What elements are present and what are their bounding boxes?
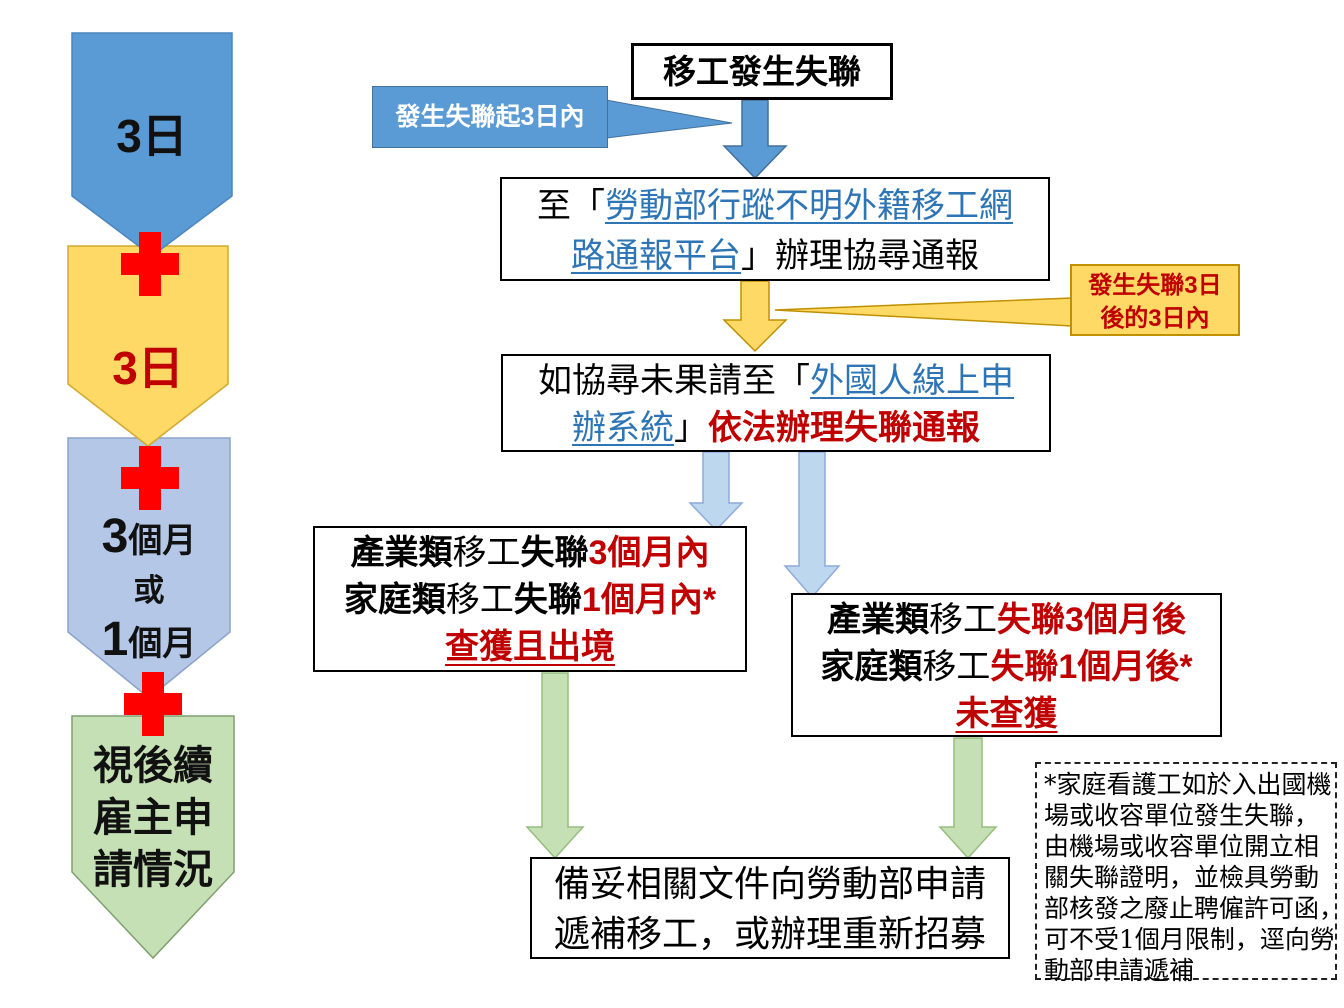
arrow-legal-to-branch-left: [688, 451, 744, 532]
timeline-step-employer-followup: 視後續 雇主申 請情況: [93, 744, 213, 892]
missing-worker-platform-link[interactable]: 勞動部行蹤不明外籍移工網: [605, 187, 1013, 225]
report-platform-box: 至「勞動部行蹤不明外籍移工網 路通報平台」辦理協尋通報: [500, 177, 1050, 281]
callout-blue-pointer: [605, 99, 733, 139]
missing-worker-platform-link[interactable]: 路通報平台: [571, 237, 741, 275]
branch-right-result: 未查獲: [955, 695, 1058, 733]
timeline-step-3days-yellow: 3日: [112, 342, 184, 394]
plus-icon: [121, 232, 179, 296]
branch-left-line-1: 產業類移工失聯3個月內: [350, 534, 710, 572]
foreigner-online-system-link[interactable]: 外國人線上申: [810, 362, 1014, 400]
timeline-step-3months-or-1month: 3個月 或 1個月: [68, 512, 230, 669]
timeline-step-3days-blue: 3日: [116, 110, 188, 162]
legal-red-text: 依法辦理失聯通報: [708, 409, 980, 447]
timeline-lavender-pentagon: [67, 437, 231, 699]
branch-not-caught-box: 產業類移工失聯3個月後 家庭類移工失聯1個月後* 未查獲: [791, 593, 1222, 737]
timeline-1month-line: 1個月: [101, 613, 197, 666]
report-line-1: 至「勞動部行蹤不明外籍移工網: [537, 187, 1013, 225]
branch-right-line-1: 產業類移工失聯3個月後: [827, 601, 1186, 639]
legal-line-2: 辦系統」依法辦理失聯通報: [572, 409, 980, 447]
plus-icon: [121, 446, 179, 510]
arrow-branchleft-to-final: [525, 672, 585, 860]
callout-within-3-days: 發生失聯起3日內: [372, 86, 608, 148]
legal-report-box: 如協尋未果請至「外國人線上申 辦系統」依法辦理失聯通報: [501, 354, 1051, 452]
arrow-branchright-to-final: [938, 737, 998, 860]
branch-caught-box: 產業類移工失聯3個月內 家庭類移工失聯1個月內* 查獲且出境: [313, 526, 747, 672]
timeline-3months-line: 3個月: [101, 510, 197, 563]
arrow-start-to-report: [722, 99, 788, 180]
timeline-or-label: 或: [133, 573, 165, 608]
arrow-legal-to-branch-right: [783, 451, 841, 599]
timeline-yellow-pentagon: [67, 245, 229, 447]
timeline-green-pentagon: [71, 715, 235, 960]
arrow-report-to-legal: [722, 280, 788, 353]
branch-left-line-2: 家庭類移工失聯1個月內*: [343, 581, 717, 619]
branch-left-result: 查獲且出境: [445, 628, 615, 666]
footnote-box: *家庭看護工如於入出國機 場或收容單位發生失聯， 由機場或收容單位開立相 關失聯…: [1035, 762, 1344, 985]
start-box: 移工發生失聯: [631, 43, 893, 100]
branch-right-line-2: 家庭類移工失聯1個月後*: [820, 648, 1193, 686]
timeline-blue-pentagon: [71, 32, 233, 257]
legal-line-1: 如協尋未果請至「外國人線上申: [538, 362, 1014, 400]
callout-3-days-after: 發生失聯3日 後的3日內: [1070, 264, 1240, 336]
foreigner-online-system-link[interactable]: 辦系統: [572, 409, 674, 447]
final-application-box: 備妥相關文件向勞動部申請 遞補移工，或辦理重新招募: [530, 857, 1010, 959]
plus-icon: [124, 672, 182, 736]
callout-yellow-pointer: [774, 297, 1073, 327]
report-line-2: 路通報平台」辦理協尋通報: [571, 237, 979, 275]
